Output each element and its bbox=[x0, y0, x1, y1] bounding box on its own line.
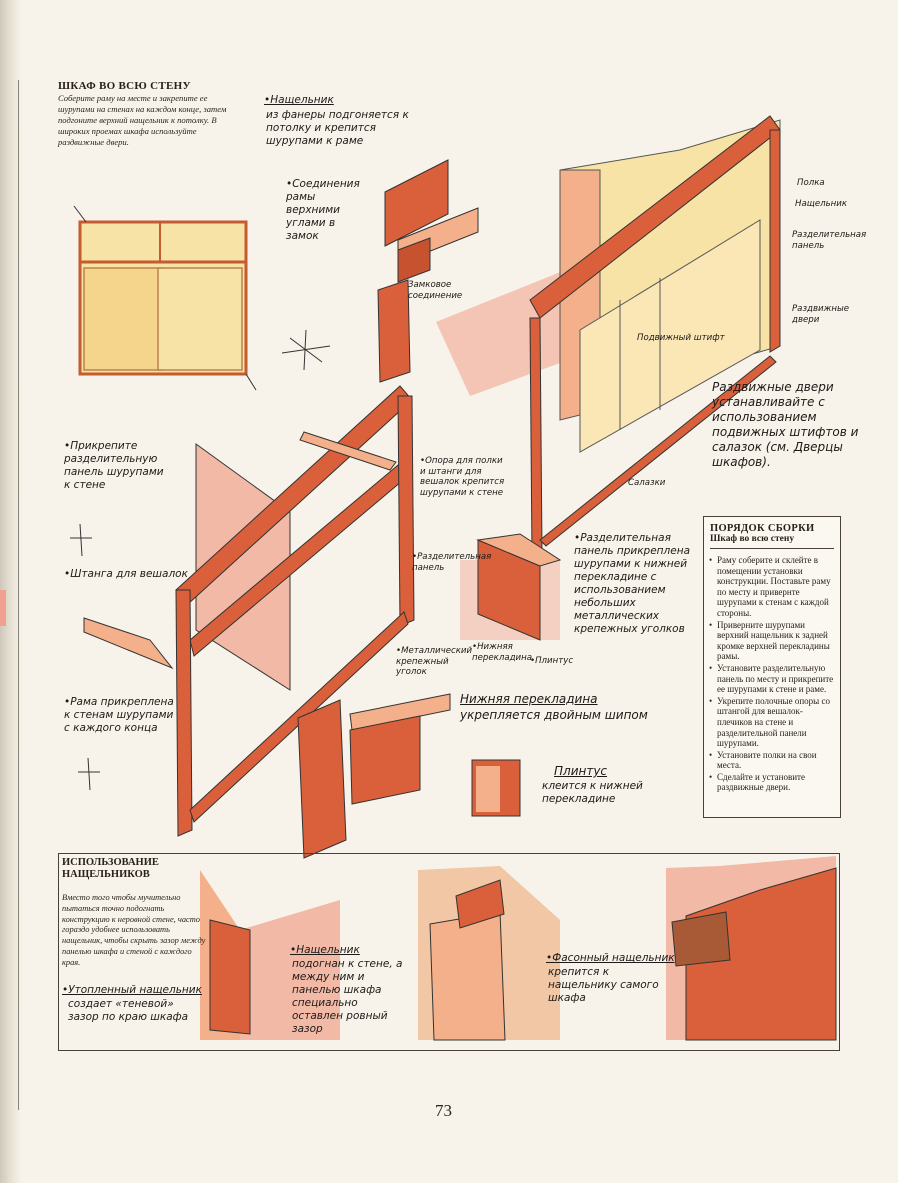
label-plintus-small: •Плинтус bbox=[530, 656, 574, 666]
nashchelnik-label-3-text: крепится к нащельнику самого шкафа bbox=[548, 966, 659, 1004]
label-razdvizhnye-ustanovka: Раздвижные двери устанавливайте с исполь… bbox=[712, 380, 859, 469]
label-nashchelnik-fanera-text: из фанеры подгоняется к потолку и крепит… bbox=[266, 109, 409, 147]
procedure-step: Установите разделительную панель по мест… bbox=[708, 663, 836, 695]
wardrobe-top-assembly bbox=[436, 115, 781, 557]
nashchelniki-title: ИСПОЛЬЗОВАНИЕ НАЩЕЛЬНИКОВ bbox=[62, 857, 159, 880]
label-nizhnyaya-perekladina: Нижняя перекладина bbox=[460, 692, 598, 706]
label-razd-panel-krepitsya: •Разделительная панель прикреплена шуруп… bbox=[574, 532, 691, 635]
nashchelnik-illustration-3 bbox=[666, 856, 837, 1041]
procedure-title: ПОРЯДОК СБОРКИ bbox=[710, 523, 815, 534]
procedure-steps: Раму соберите и склейте в помещении уста… bbox=[708, 555, 836, 793]
procedure-step: Сделайте и установите раздвижные двери. bbox=[708, 772, 836, 793]
sketch-marks bbox=[70, 329, 331, 791]
intro-text: Соберите раму на месте и закрепите ее шу… bbox=[58, 93, 227, 147]
label-razdelitelnaya-panel: Разделительная панель bbox=[792, 230, 867, 251]
label-plintus: Плинтус bbox=[554, 764, 608, 778]
procedure-subtitle: Шкаф во всю стену bbox=[710, 534, 834, 549]
label-salazki: Салазки bbox=[628, 478, 666, 488]
label-prikrepite-panel: •Прикрепите разделительную панель шурупа… bbox=[64, 440, 164, 491]
label-nashchelnik-fanera: •Нащельник bbox=[264, 94, 334, 106]
label-opora: •Опора для полки и штанги для вешалок кр… bbox=[420, 456, 505, 498]
nashchelnik-label-3-title: •Фасонный нащельник bbox=[546, 952, 675, 964]
procedure-box: ПОРЯДОК СБОРКИ Шкаф во всю стену Раму со… bbox=[703, 516, 841, 818]
procedure-step: Приверните шурупами верхний нащельник к … bbox=[708, 620, 836, 662]
nashchelnik-label-2-text: подогнан к стене, а между ним и панелью … bbox=[292, 958, 403, 1035]
label-rama-prikreplena: •Рама прикреплена к стенам шурупами с ка… bbox=[64, 696, 174, 734]
page-gutter bbox=[0, 0, 22, 1183]
label-plintus-text: клеится к нижней перекладине bbox=[542, 780, 643, 805]
procedure-step: Установите полки на свои места. bbox=[708, 750, 836, 771]
label-podvizhnyi-shtift: Подвижный штифт bbox=[637, 333, 725, 343]
nashchelniki-text: Вместо того чтобы мучительно пытаться то… bbox=[62, 893, 206, 967]
nashchelnik-label-1-text: создает «теневой» зазор по краю шкафа bbox=[68, 998, 189, 1023]
gutter-rule bbox=[0, 80, 19, 1110]
label-polka: Полка bbox=[797, 178, 825, 188]
section-tab bbox=[0, 590, 6, 626]
frame-front-assembly bbox=[83, 385, 415, 837]
label-razd-panel-small: •Разделительная панель bbox=[412, 552, 492, 573]
nashchelnik-illustration-2 bbox=[418, 866, 560, 1041]
nashchelnik-illustration-1 bbox=[200, 870, 340, 1040]
nashchelniki-panel bbox=[58, 853, 840, 1051]
procedure-step: Раму соберите и склейте в помещении уста… bbox=[708, 555, 836, 619]
bottom-detail-assembly bbox=[297, 533, 562, 859]
label-nizhnyaya-perekladina-small: •Нижняя перекладина bbox=[472, 642, 533, 663]
wardrobe-front-illustration bbox=[73, 205, 257, 391]
label-soedinenie: •Соединения рамы верхними углами в замок bbox=[286, 178, 360, 242]
label-nashchelnik: Нащельник bbox=[795, 199, 848, 209]
page-number: 73 bbox=[435, 1101, 452, 1120]
label-shtanga: •Штанга для вешалок bbox=[64, 568, 188, 580]
label-metal-ugolok: •Металлический крепежный уголок bbox=[396, 646, 473, 677]
label-razdvizhnye-dveri: Раздвижные двери bbox=[792, 304, 850, 325]
nashchelnik-label-1-title: •Утопленный нащельник bbox=[62, 984, 202, 996]
nashchelnik-label-2-title: •Нащельник bbox=[290, 944, 360, 956]
intro-title: ШКАФ ВО ВСЮ СТЕНУ bbox=[58, 80, 191, 92]
nashchelnik-piece bbox=[377, 159, 479, 383]
label-nizhnyaya-perekladina-text: укрепляется двойным шипом bbox=[460, 708, 648, 722]
label-zamkovoe: Замковое соединение bbox=[408, 280, 463, 301]
procedure-step: Укрепите полочные опоры со штангой для в… bbox=[708, 696, 836, 749]
